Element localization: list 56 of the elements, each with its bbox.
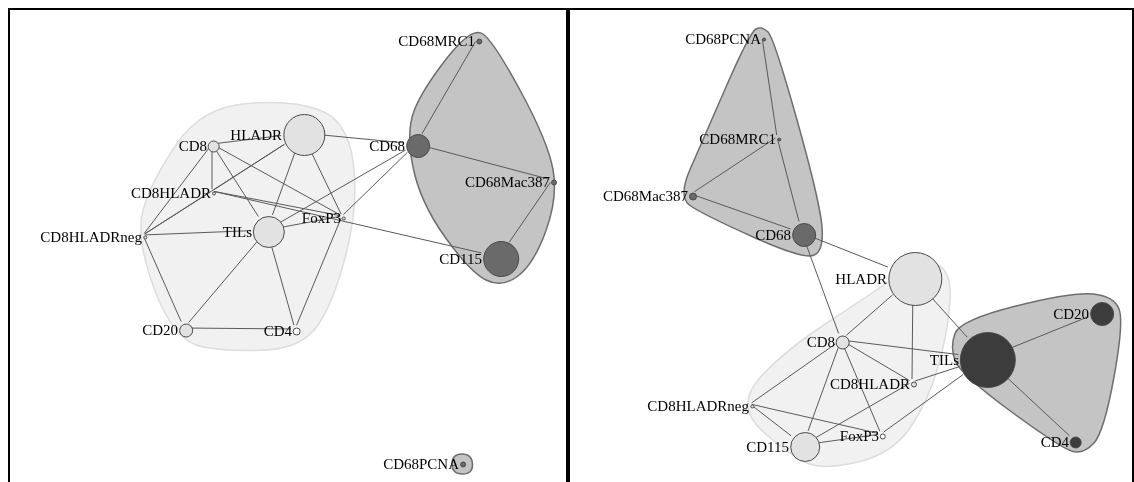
network-link bbox=[930, 296, 968, 338]
network-link bbox=[143, 148, 209, 234]
network-link bbox=[751, 343, 836, 404]
network-link bbox=[508, 181, 551, 243]
node-label: CD20 bbox=[142, 322, 178, 338]
network-link bbox=[882, 373, 964, 433]
node-label: CD68Mac387 bbox=[465, 174, 550, 190]
node-label: CD68PCNA bbox=[383, 456, 459, 472]
node-label: CD68 bbox=[755, 227, 791, 243]
node-label: CD68PCNA bbox=[685, 31, 761, 47]
network-link bbox=[777, 138, 800, 222]
node-label: CD68MRC1 bbox=[398, 33, 475, 49]
network-link bbox=[427, 146, 550, 180]
node-label: CD68 bbox=[369, 138, 405, 154]
node-label: CD4 bbox=[1040, 434, 1069, 450]
node-label: CD4 bbox=[263, 323, 292, 339]
network-link bbox=[914, 366, 960, 382]
node-label: HLADR bbox=[230, 127, 282, 143]
network-link bbox=[213, 190, 482, 254]
node-label: CD8HLADRneg bbox=[647, 398, 749, 414]
node-label: FoxP3 bbox=[839, 428, 879, 444]
network-link bbox=[911, 303, 914, 380]
node-label: CD8 bbox=[178, 138, 207, 154]
network-link bbox=[217, 135, 282, 144]
node-label: CD8HLADR bbox=[131, 185, 211, 201]
network-link bbox=[421, 41, 476, 135]
node-label: CD8HLADRneg bbox=[40, 229, 142, 245]
node-label: CD115 bbox=[439, 251, 482, 267]
network-link bbox=[815, 383, 910, 438]
network-link bbox=[271, 152, 296, 216]
network-link bbox=[214, 148, 259, 217]
network-link bbox=[845, 294, 894, 336]
node-label: TILs bbox=[929, 352, 959, 368]
network-link bbox=[847, 340, 959, 356]
node-label: TILs bbox=[222, 224, 252, 240]
node-label: CD68MRC1 bbox=[699, 131, 776, 147]
panel-frame bbox=[8, 8, 568, 482]
network-link bbox=[807, 346, 840, 432]
network-link bbox=[188, 241, 258, 324]
network-link bbox=[280, 149, 407, 223]
network-link bbox=[751, 403, 879, 434]
network-link bbox=[342, 151, 408, 216]
network-link bbox=[694, 194, 792, 230]
node-label: HLADR bbox=[835, 271, 887, 287]
node-label: CD8HLADR bbox=[830, 376, 910, 392]
panel-frame bbox=[568, 8, 1134, 482]
network-link bbox=[761, 38, 778, 136]
network-link bbox=[144, 191, 211, 235]
network-link bbox=[693, 137, 776, 193]
node-label: CD68Mac387 bbox=[603, 188, 688, 204]
node-label: CD8 bbox=[806, 334, 835, 350]
node-label: CD115 bbox=[746, 439, 789, 455]
node-label: CD20 bbox=[1053, 306, 1089, 322]
network-link bbox=[751, 404, 792, 437]
network-link bbox=[846, 343, 910, 381]
network-link bbox=[1006, 376, 1071, 437]
